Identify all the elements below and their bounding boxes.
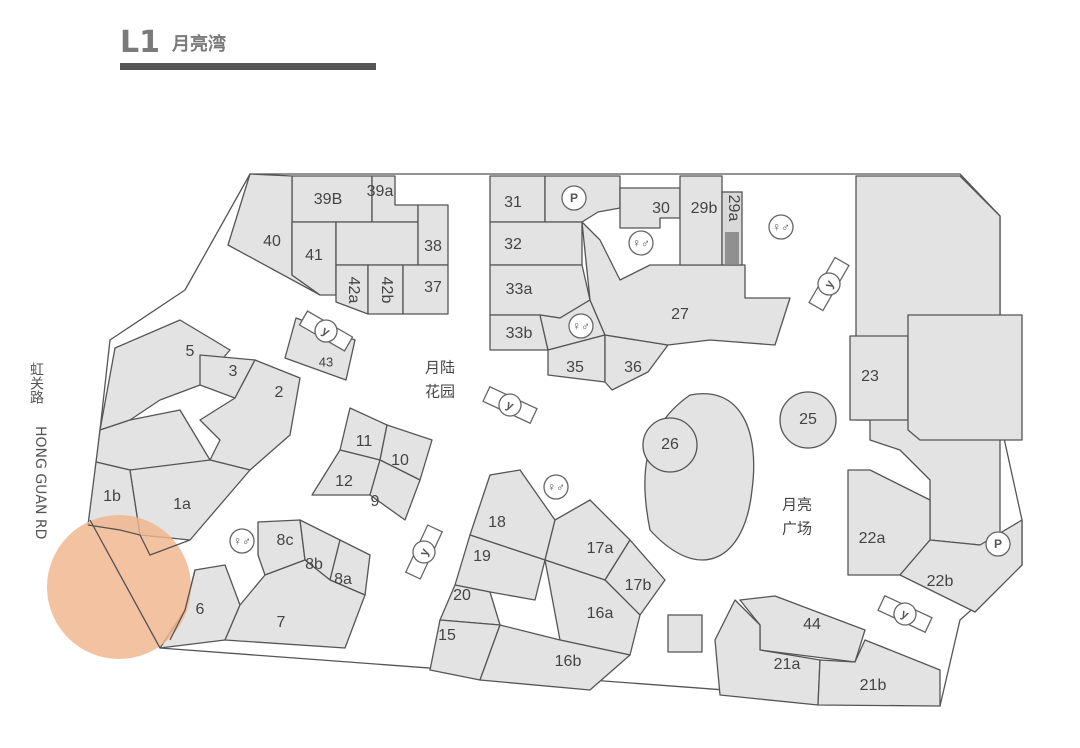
escalator-icon[interactable]: y	[806, 256, 851, 312]
highlight-outline	[87, 519, 196, 649]
block-center-grid	[311, 407, 433, 521]
escalator-icon[interactable]: y	[403, 524, 445, 580]
unit-44[interactable]: 44	[803, 616, 821, 633]
escalator-icon[interactable]: y	[482, 384, 538, 426]
unit-33b[interactable]: 33b	[506, 325, 533, 342]
parking-icon-label: P	[570, 191, 578, 205]
unit-36[interactable]: 36	[624, 359, 642, 376]
plaza-label-2: 广场	[782, 520, 812, 538]
unit-17a[interactable]: 17a	[587, 540, 614, 557]
unit-6[interactable]: 6	[196, 601, 205, 618]
floor-name: 月亮湾	[171, 33, 226, 55]
svg-text:♀♂: ♀♂	[632, 236, 650, 250]
unit-16a[interactable]: 16a	[587, 605, 614, 622]
location-highlight	[47, 515, 191, 659]
parking-icon-label: P	[994, 537, 1002, 551]
unit-25[interactable]: 25	[799, 411, 817, 428]
restroom-icon[interactable]: ♀♂	[229, 528, 255, 554]
unit-25-shape	[779, 391, 837, 449]
unit-26[interactable]: 26	[661, 436, 679, 453]
unit-2[interactable]: 2	[275, 384, 284, 401]
floor-code: L1	[120, 25, 160, 60]
unit-3[interactable]: 3	[229, 363, 238, 380]
road-label: 虹关路 HONG GUAN RD	[28, 362, 48, 539]
unit-20[interactable]: 20	[453, 587, 471, 604]
unit-31[interactable]: 31	[504, 194, 522, 211]
svg-text:♀♂: ♀♂	[233, 534, 251, 548]
road-name-en: HONG GUAN RD	[32, 426, 48, 539]
block-south-center	[429, 469, 703, 691]
escalator-icon[interactable]: y	[877, 593, 933, 635]
unit-8c[interactable]: 8c	[277, 532, 294, 549]
unit-39B[interactable]: 39B	[314, 191, 342, 208]
unit-1a[interactable]: 1a	[173, 496, 191, 513]
unit-42b[interactable]: 42b	[378, 277, 395, 304]
garden-label-1: 月陆	[425, 359, 455, 377]
unit-22b[interactable]: 22b	[927, 573, 954, 590]
unit-27[interactable]: 27	[671, 306, 689, 323]
unit-19[interactable]: 19	[473, 548, 491, 565]
unit-21a[interactable]: 21a	[774, 656, 801, 673]
restroom-icon[interactable]: ♀♂	[568, 313, 594, 339]
unit-18[interactable]: 18	[488, 514, 506, 531]
unit-5[interactable]: 5	[186, 343, 195, 360]
unit-42a[interactable]: 42a	[345, 277, 362, 304]
road-name-cn: 虹关路	[28, 362, 44, 404]
unit-22a[interactable]: 22a	[859, 530, 886, 547]
unit-30[interactable]: 30	[652, 200, 670, 217]
restroom-icon[interactable]: ♀♂	[628, 230, 654, 256]
unit-41[interactable]: 41	[305, 247, 323, 264]
unit-26-shape	[642, 417, 698, 473]
unit-35[interactable]: 35	[566, 359, 584, 376]
unit-16b[interactable]: 16b	[555, 653, 582, 670]
escalator-icon[interactable]: y	[298, 308, 354, 353]
unit-17b[interactable]: 17b	[625, 577, 652, 594]
block-southeast	[714, 595, 941, 707]
unit-8b[interactable]: 8b	[305, 556, 323, 573]
unit-21b[interactable]: 21b	[860, 677, 887, 694]
unit-29b[interactable]: 29b	[691, 200, 718, 217]
unit-37[interactable]: 37	[424, 279, 442, 296]
plaza-label-1: 月亮	[782, 496, 812, 514]
header-underline	[120, 63, 376, 70]
unit-11[interactable]: 11	[356, 433, 373, 450]
svg-text:♀♂: ♀♂	[547, 480, 565, 494]
restroom-icon[interactable]: ♀♂	[543, 474, 569, 500]
unit-9[interactable]: 9	[371, 493, 380, 510]
unit-10[interactable]: 10	[391, 452, 409, 469]
unit-33a[interactable]: 33a	[506, 281, 533, 298]
restroom-icon[interactable]: ♀♂	[768, 214, 794, 240]
garden-label-2: 花园	[425, 383, 455, 401]
unit-43[interactable]: 43	[319, 354, 333, 369]
block-west	[87, 319, 301, 541]
unit-32[interactable]: 32	[504, 236, 522, 253]
parking-icon[interactable]: P	[985, 531, 1011, 557]
svg-text:♀♂: ♀♂	[572, 319, 590, 333]
unit-12[interactable]: 12	[335, 473, 353, 490]
block-east	[847, 175, 1023, 613]
unit-15[interactable]: 15	[438, 627, 456, 644]
svg-text:♀♂: ♀♂	[772, 220, 790, 234]
unit-23[interactable]: 23	[861, 368, 879, 385]
block-southwest	[159, 519, 371, 649]
unit-1b[interactable]: 1b	[103, 488, 121, 505]
parking-icon[interactable]: P	[561, 185, 587, 211]
unit-29a[interactable]: 29a	[725, 195, 742, 222]
unit-40[interactable]: 40	[263, 233, 281, 250]
unit-39a[interactable]: 39a	[367, 183, 394, 200]
unit-38[interactable]: 38	[424, 238, 442, 255]
unit-8a[interactable]: 8a	[334, 571, 352, 588]
unit-7[interactable]: 7	[277, 614, 286, 631]
